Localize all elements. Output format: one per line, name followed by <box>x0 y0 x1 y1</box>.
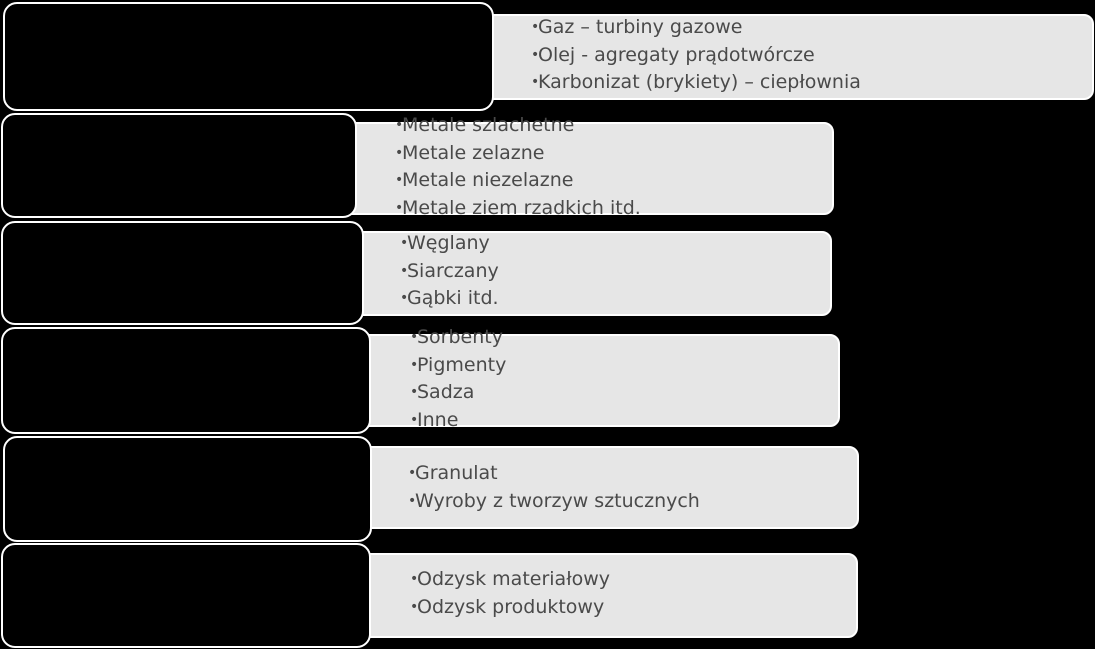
bullet-icon: • <box>408 465 417 481</box>
list-item: •Olej - agregaty prądotwórcze <box>531 42 861 70</box>
bullet-icon: • <box>395 172 404 188</box>
item-list-6: •Odzysk materiałowy •Odzysk produktowy <box>410 566 610 621</box>
bullet-icon: • <box>408 492 417 509</box>
list-item: •Metale niezelazne <box>395 167 641 195</box>
bullet-icon: • <box>410 329 419 345</box>
item-list-5: •Granulat •Wyroby z tworzyw sztucznych <box>408 460 700 515</box>
list-item: •Karbonizat (brykiety) – ciepłownia <box>531 69 861 97</box>
bullet-icon: • <box>400 262 409 279</box>
list-item: •Wyroby z tworzyw sztucznych <box>408 488 700 516</box>
bullet-icon: • <box>531 46 540 63</box>
bullet-icon: • <box>395 117 404 133</box>
item-list-2: •Metale szlachetne •Metale zelazne •Meta… <box>395 112 641 222</box>
list-item: •Gąbki itd. <box>400 285 499 313</box>
detail-box-6 <box>355 553 858 638</box>
category-box-6 <box>1 543 371 648</box>
item-list-1: •Gaz – turbiny gazowe •Olej - agregaty p… <box>531 14 861 97</box>
list-item: •Siarczany <box>400 258 499 286</box>
bullet-icon: • <box>410 598 419 615</box>
detail-box-3 <box>345 231 832 316</box>
list-item: •Odzysk produktowy <box>410 594 610 622</box>
bullet-icon: • <box>395 144 404 161</box>
list-item: •Granulat <box>408 460 700 488</box>
category-box-1 <box>3 2 494 111</box>
list-item: •Odzysk materiałowy <box>410 566 610 594</box>
bullet-icon: • <box>400 235 409 251</box>
list-item: •Metale szlachetne <box>395 112 641 140</box>
bullet-icon: • <box>531 74 540 90</box>
detail-box-1 <box>470 14 1094 100</box>
detail-box-2 <box>340 122 834 215</box>
category-box-2 <box>1 113 357 218</box>
category-box-5 <box>3 436 372 542</box>
list-item: •Inne <box>410 407 506 435</box>
bullet-icon: • <box>410 411 419 428</box>
list-item: •Pigmenty <box>410 352 506 380</box>
item-list-4: •Sorbenty •Pigmenty •Sadza •Inne <box>410 324 506 434</box>
list-item: •Gaz – turbiny gazowe <box>531 14 861 42</box>
detail-box-4 <box>350 334 840 427</box>
item-list-3: •Węglany •Siarczany •Gąbki itd. <box>400 230 499 313</box>
bullet-icon: • <box>410 384 419 400</box>
category-box-4 <box>1 327 371 434</box>
list-item: •Sadza <box>410 379 506 407</box>
category-box-3 <box>1 221 364 325</box>
detail-box-5 <box>355 446 859 529</box>
bullet-icon: • <box>395 199 404 216</box>
list-item: •Węglany <box>400 230 499 258</box>
bullet-icon: • <box>531 19 540 35</box>
list-item: •Metale ziem rzadkich itd. <box>395 195 641 223</box>
list-item: •Metale zelazne <box>395 140 641 168</box>
bullet-icon: • <box>410 571 419 587</box>
list-item: •Sorbenty <box>410 324 506 352</box>
bullet-icon: • <box>400 290 409 306</box>
bullet-icon: • <box>410 356 419 373</box>
